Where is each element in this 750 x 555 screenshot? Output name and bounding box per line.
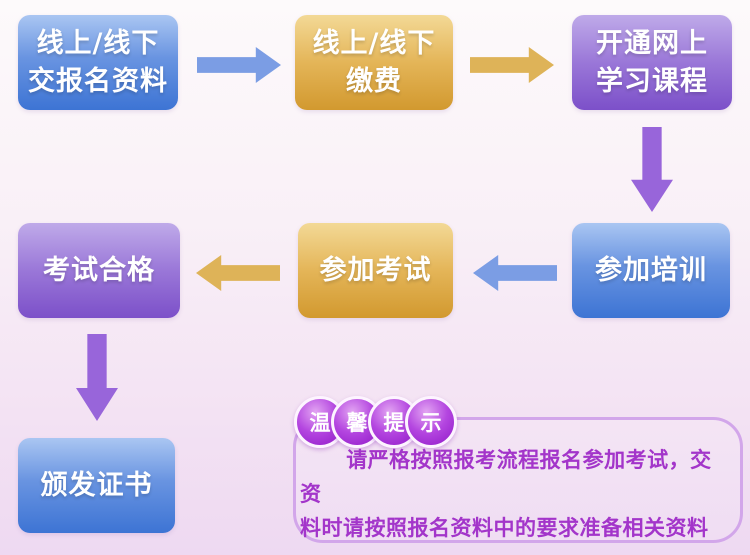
flow-step-pay-fee: 线上/线下 缴费 [295,15,453,110]
step-label-line: 参加培训 [595,254,707,286]
flow-step-take-exam: 参加考试 [298,223,453,318]
tip-text-line: 请严格按照报考流程报名参加考试，交资 [300,448,712,506]
arrow-right-icon [470,47,554,83]
tip-badge: 示 [405,396,457,448]
step-label-line: 颁发证书 [40,469,153,501]
tip-text-line: 料时请按照报名资料中的要求准备相关资料 [300,516,709,540]
step-label-line: 开通网上 [596,27,708,59]
step-label-line: 交报名资料 [28,65,168,97]
tip-title-badges: 温 馨 提 示 [294,396,457,448]
arrow-down-icon [631,127,673,212]
step-label-line: 考试合格 [43,254,155,286]
arrow-right-icon [197,47,281,83]
arrow-left-icon [473,255,557,291]
flow-step-submit-materials: 线上/线下 交报名资料 [18,15,178,110]
arrow-down-icon [76,334,118,421]
flow-step-pass-exam: 考试合格 [18,223,180,318]
flow-step-attend-training: 参加培训 [572,223,730,318]
step-label-line: 线上/线下 [312,27,436,59]
step-label-line: 线上/线下 [36,27,160,59]
flow-step-open-course: 开通网上 学习课程 [572,15,732,110]
arrow-left-icon [196,255,280,291]
step-label-line: 缴费 [346,65,402,97]
flow-step-issue-certificate: 颁发证书 [18,438,175,533]
step-label-line: 学习课程 [596,65,708,97]
tip-text: 请严格按照报考流程报名参加考试，交资 料时请按照报名资料中的要求准备相关资料 [300,443,714,545]
step-label-line: 参加考试 [319,254,432,286]
